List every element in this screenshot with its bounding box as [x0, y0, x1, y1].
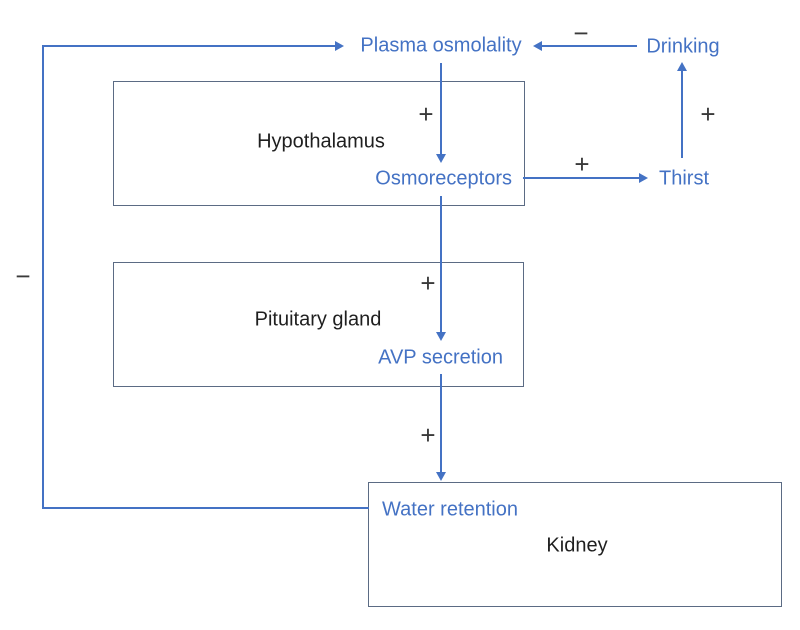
sign-avp-to-water: + — [420, 420, 436, 450]
node-osmoreceptors: Osmoreceptors — [375, 167, 512, 190]
plasma-to-osmoreceptors-arrowhead — [436, 154, 446, 163]
avp-to-water-arrowhead — [436, 472, 446, 481]
osmoreceptors-to-thirst-line — [523, 177, 640, 179]
feedback-line-left — [42, 45, 44, 509]
thirst-to-drinking-arrowhead — [677, 62, 687, 71]
kidney-box — [368, 482, 782, 607]
node-avp-secretion: AVP secretion — [378, 346, 503, 369]
sign-plasma-to-osmoreceptors: + — [418, 99, 434, 129]
feedback-line-top — [42, 45, 336, 47]
node-drinking: Drinking — [646, 35, 720, 58]
node-thirst: Thirst — [659, 167, 709, 190]
sign-water-feedback: − — [15, 261, 31, 291]
hypothalamus-box — [113, 81, 525, 206]
pituitary-box — [113, 262, 524, 387]
osmoreceptors-to-avp-arrowhead — [436, 332, 446, 341]
drinking-to-plasma-arrowhead — [533, 41, 542, 51]
sign-thirst-to-drinking: + — [700, 99, 716, 129]
thirst-to-drinking-line — [681, 71, 683, 158]
feedback-line-bottom — [42, 507, 369, 509]
node-kidney: Kidney — [546, 534, 608, 557]
plasma-to-osmoreceptors-line — [440, 63, 442, 155]
node-hypothalamus: Hypothalamus — [257, 130, 385, 153]
sign-osmoreceptors-to-avp: + — [420, 268, 436, 298]
node-water-retention: Water retention — [382, 498, 518, 521]
node-pituitary-gland: Pituitary gland — [254, 308, 382, 331]
osmoreceptors-to-avp-line — [440, 196, 442, 333]
drinking-to-plasma-line — [542, 45, 637, 47]
sign-osmoreceptors-to-thirst: + — [574, 149, 590, 179]
sign-drinking-to-plasma: − — [573, 18, 589, 48]
feedback-arrowhead — [335, 41, 344, 51]
osmoreceptors-to-thirst-arrowhead — [639, 173, 648, 183]
avp-to-water-line — [440, 374, 442, 473]
node-plasma-osmolality: Plasma osmolality — [360, 34, 522, 57]
